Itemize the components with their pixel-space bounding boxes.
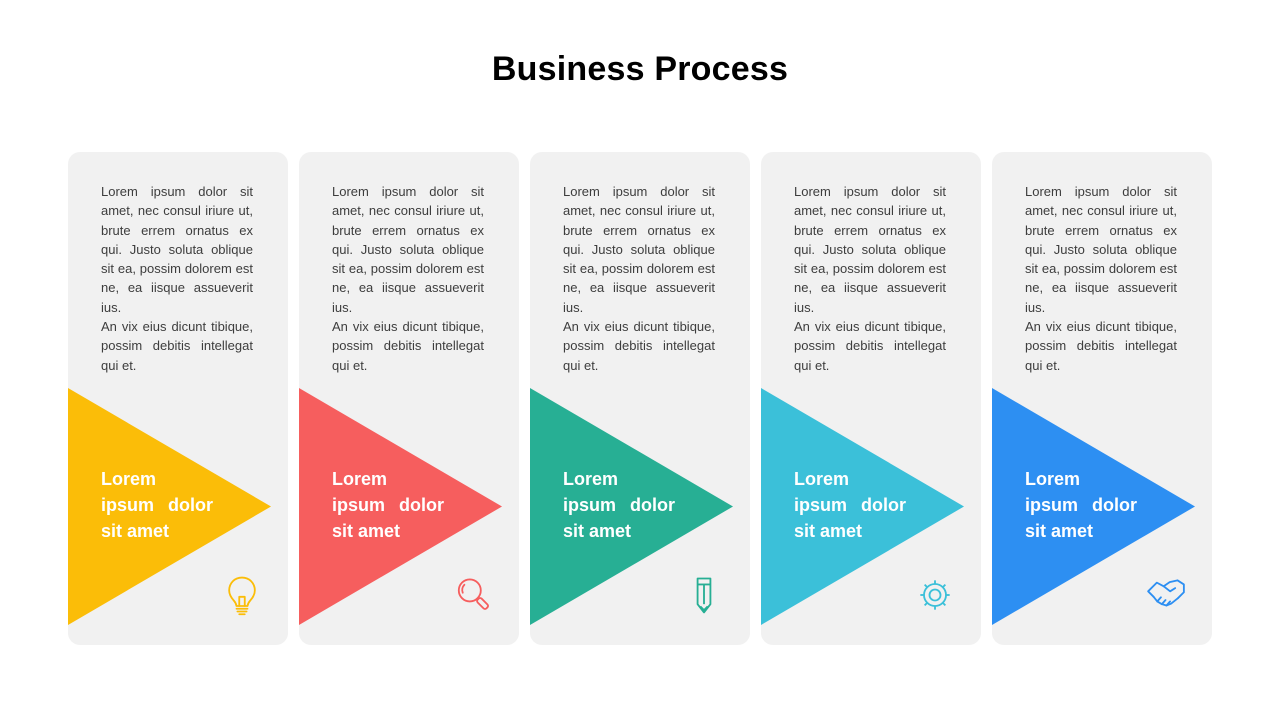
process-card-1: Lorem ipsum dolor sit amet, nec consul i…: [68, 152, 288, 645]
card-description: Lorem ipsum dolor sit amet, nec consul i…: [332, 184, 484, 373]
process-card-5: Lorem ipsum dolor sit amet, nec consul i…: [992, 152, 1212, 645]
card-description: Lorem ipsum dolor sit amet, nec consul i…: [563, 184, 715, 373]
card-label: Lorem ipsum dolor sit amet: [332, 469, 444, 541]
handshake-icon: [1144, 573, 1188, 617]
card-label: Lorem ipsum dolor sit amet: [563, 469, 675, 541]
gear-icon: [913, 573, 957, 617]
card-label: Lorem ipsum dolor sit amet: [1025, 469, 1137, 541]
lightbulb-icon: [220, 573, 264, 617]
process-card-3: Lorem ipsum dolor sit amet, nec consul i…: [530, 152, 750, 645]
process-card-2: Lorem ipsum dolor sit amet, nec consul i…: [299, 152, 519, 645]
process-card-4: Lorem ipsum dolor sit amet, nec consul i…: [761, 152, 981, 645]
pencil-icon: [682, 573, 726, 617]
card-label: Lorem ipsum dolor sit amet: [794, 469, 906, 541]
card-description: Lorem ipsum dolor sit amet, nec consul i…: [794, 184, 946, 373]
search-icon: [451, 573, 495, 617]
card-description: Lorem ipsum dolor sit amet, nec consul i…: [101, 184, 253, 373]
card-label: Lorem ipsum dolor sit amet: [101, 469, 213, 541]
card-description: Lorem ipsum dolor sit amet, nec consul i…: [1025, 184, 1177, 373]
page-title: Business Process: [491, 50, 789, 88]
cards-row: Lorem ipsum dolor sit amet, nec consul i…: [68, 152, 1212, 645]
